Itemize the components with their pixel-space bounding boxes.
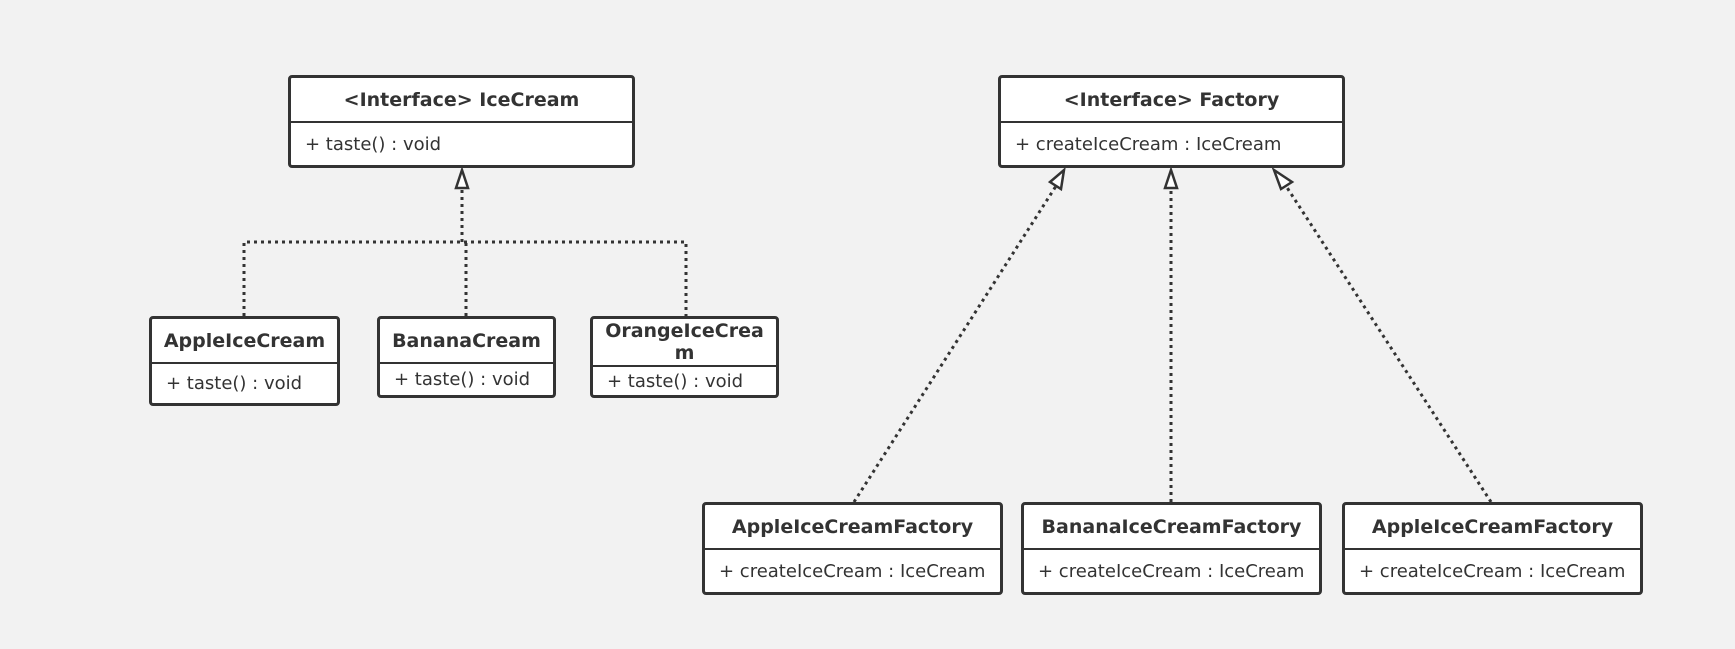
realization-arrowhead-factory-left bbox=[1047, 166, 1066, 192]
realization-arrowhead-factory-center bbox=[1163, 166, 1179, 190]
class-operation: + createIceCream : IceCream bbox=[1359, 560, 1626, 582]
class-box-banana-icecream-factory[interactable]: BananaIceCreamFactory + createIceCream :… bbox=[1021, 502, 1322, 595]
class-name: AppleIceCreamFactory bbox=[705, 505, 1000, 550]
realization-line-apple-factory-2 bbox=[1284, 185, 1493, 503]
class-operation: + taste() : void bbox=[305, 133, 442, 155]
realization-arrowhead-factory-right bbox=[1271, 166, 1295, 191]
class-operation: + taste() : void bbox=[394, 369, 531, 390]
realization-arrowhead-icecream bbox=[454, 166, 470, 190]
class-operation: + createIceCream : IceCream bbox=[1015, 133, 1282, 155]
class-name: <Interface> Factory bbox=[1001, 78, 1342, 123]
class-operation: + createIceCream : IceCream bbox=[1038, 560, 1305, 582]
realization-line-apple-icecream bbox=[242, 240, 688, 316]
class-operation: + taste() : void bbox=[166, 373, 303, 394]
class-name: OrangeIceCrea m bbox=[593, 319, 776, 367]
class-box-apple-icecream-factory[interactable]: AppleIceCreamFactory + createIceCream : … bbox=[702, 502, 1003, 595]
realization-line-apple-factory bbox=[852, 185, 1058, 503]
class-operation: + taste() : void bbox=[607, 370, 744, 392]
class-operation: + createIceCream : IceCream bbox=[719, 560, 986, 582]
class-box-apple-icecream-factory-2[interactable]: AppleIceCreamFactory + createIceCream : … bbox=[1342, 502, 1643, 595]
class-name: BananaCream bbox=[380, 319, 553, 364]
class-box-apple-icecream[interactable]: AppleIceCream + taste() : void bbox=[149, 316, 340, 406]
class-name: AppleIceCreamFactory bbox=[1345, 505, 1640, 550]
class-name: AppleIceCream bbox=[152, 319, 337, 364]
class-box-banana-cream[interactable]: BananaCream + taste() : void bbox=[377, 316, 556, 398]
class-box-icecream-interface[interactable]: <Interface> IceCream + taste() : void bbox=[288, 75, 635, 168]
class-box-factory-interface[interactable]: <Interface> Factory + createIceCream : I… bbox=[998, 75, 1345, 168]
class-box-orange-icecream[interactable]: OrangeIceCrea m + taste() : void bbox=[590, 316, 779, 398]
class-name: BananaIceCreamFactory bbox=[1024, 505, 1319, 550]
class-name: <Interface> IceCream bbox=[291, 78, 632, 123]
